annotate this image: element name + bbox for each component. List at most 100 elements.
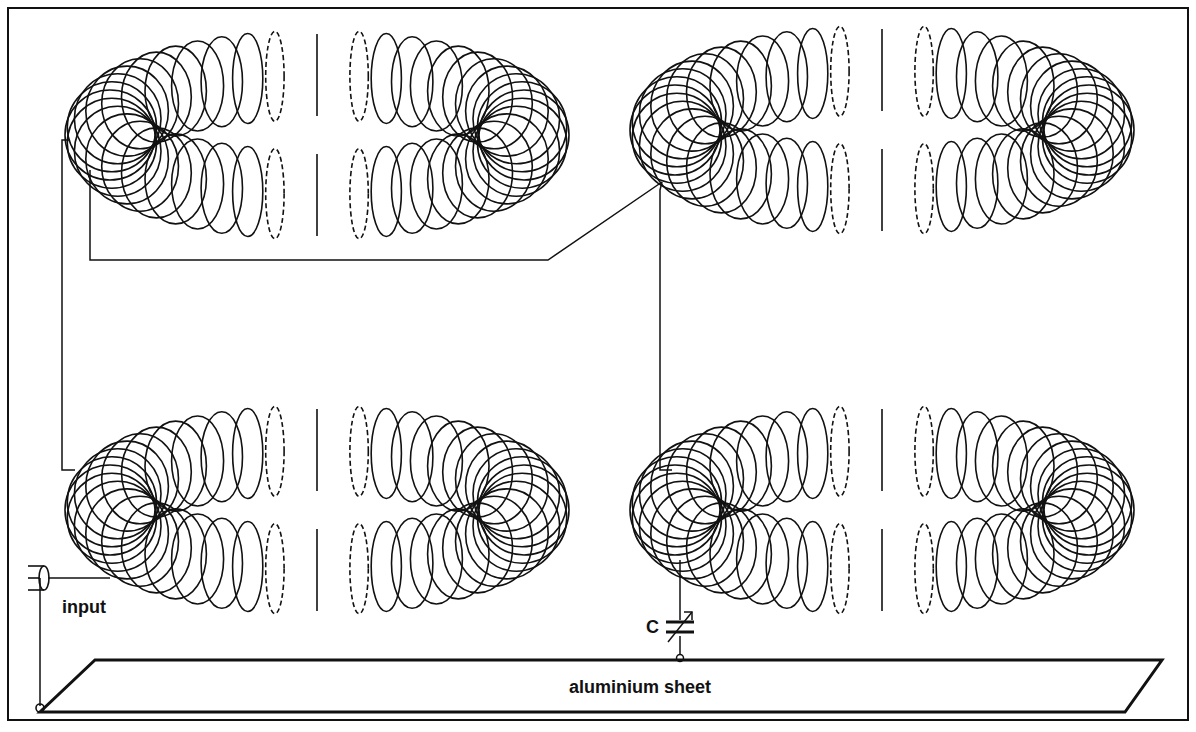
coil-turn bbox=[915, 524, 933, 614]
coil-turn bbox=[630, 85, 720, 175]
wire bbox=[48, 577, 110, 579]
coil-turn bbox=[737, 416, 789, 506]
coax-connector bbox=[28, 566, 49, 712]
coil-turn bbox=[350, 149, 368, 239]
coil-turn bbox=[350, 406, 368, 496]
coil-turn bbox=[479, 90, 569, 180]
coil-gap bbox=[881, 149, 883, 231]
coil-turn bbox=[266, 31, 284, 121]
coil-turn bbox=[121, 52, 191, 142]
wire bbox=[679, 560, 681, 620]
coil-turn bbox=[1038, 449, 1125, 539]
coil-turn bbox=[1044, 465, 1134, 555]
coil-turn bbox=[201, 143, 242, 233]
coil-turn bbox=[456, 59, 533, 149]
coil-turn bbox=[957, 32, 998, 122]
coil-turn bbox=[233, 409, 263, 499]
coil-turn bbox=[266, 524, 284, 614]
coil-turn bbox=[831, 144, 849, 234]
coil-turn bbox=[766, 518, 807, 608]
coil-turn bbox=[1044, 85, 1134, 175]
coil-turn bbox=[102, 59, 179, 149]
coil-turn bbox=[410, 139, 462, 229]
coil-turn bbox=[798, 29, 828, 119]
variable-arrow bbox=[684, 612, 692, 620]
coil-turn bbox=[975, 134, 1027, 224]
toroid-coils bbox=[65, 26, 1134, 613]
coax-core bbox=[28, 577, 40, 579]
coil-turn bbox=[371, 522, 401, 612]
coil-turn bbox=[466, 441, 549, 531]
coil-turn bbox=[410, 416, 462, 506]
coil-turn bbox=[1038, 69, 1125, 159]
coil-turn bbox=[121, 427, 191, 517]
coil-turn bbox=[392, 412, 433, 502]
coil-turn bbox=[410, 41, 462, 131]
coil-turn bbox=[687, 47, 757, 137]
coil-turn bbox=[479, 465, 569, 555]
wire bbox=[660, 182, 672, 470]
coil-turn bbox=[392, 37, 433, 127]
capacitor-plate bbox=[666, 631, 694, 634]
coil-turn bbox=[350, 524, 368, 614]
coax-shield bbox=[28, 565, 44, 567]
coil-turn bbox=[1043, 77, 1132, 167]
coil-turn bbox=[667, 434, 744, 524]
wire bbox=[679, 636, 681, 654]
coil-turn bbox=[957, 412, 998, 502]
coil-turn bbox=[477, 82, 566, 172]
coil-turn bbox=[102, 434, 179, 524]
coil-turn bbox=[233, 34, 263, 124]
coil-turn bbox=[266, 149, 284, 239]
coil-turn bbox=[1043, 457, 1132, 547]
coil-turn bbox=[266, 406, 284, 496]
coil-turn bbox=[456, 434, 533, 524]
coil-turn bbox=[630, 465, 720, 555]
wires bbox=[40, 140, 680, 706]
coil-turn bbox=[172, 416, 224, 506]
wire bbox=[90, 170, 662, 260]
coil-turn bbox=[798, 409, 828, 499]
component-label: C bbox=[646, 618, 659, 636]
variable-arrow bbox=[668, 612, 692, 642]
coil-turn bbox=[915, 26, 933, 116]
coil-turn bbox=[466, 66, 549, 156]
coil-turn bbox=[936, 142, 966, 232]
wire bbox=[39, 578, 41, 706]
coil-turn bbox=[473, 74, 560, 164]
coil-turn bbox=[65, 465, 155, 555]
coil-turn bbox=[936, 522, 966, 612]
coil-turn bbox=[172, 139, 224, 229]
coil-turn bbox=[65, 90, 155, 180]
coil-turn bbox=[201, 518, 242, 608]
coil-turn bbox=[371, 147, 401, 237]
coil-gap bbox=[881, 529, 883, 611]
coil-gap bbox=[881, 409, 883, 491]
coil-turn bbox=[350, 31, 368, 121]
coil-turn bbox=[831, 26, 849, 116]
coil-turn bbox=[1021, 54, 1098, 144]
coil-turn bbox=[172, 41, 224, 131]
wire bbox=[62, 140, 75, 470]
variable-capacitor bbox=[666, 612, 694, 662]
coil-gap bbox=[881, 29, 883, 111]
coil-turn bbox=[1021, 434, 1098, 524]
coil-gap bbox=[316, 409, 318, 491]
coil-gap bbox=[316, 34, 318, 116]
coil-turn bbox=[766, 138, 807, 228]
coil-turn bbox=[737, 36, 789, 126]
coil-turn bbox=[975, 36, 1027, 126]
coil-turn bbox=[975, 514, 1027, 604]
coil-turn bbox=[737, 514, 789, 604]
coil-turn bbox=[410, 514, 462, 604]
coil-turn bbox=[737, 134, 789, 224]
coax-shield bbox=[28, 589, 44, 591]
coil-turn bbox=[172, 514, 224, 604]
coil-turn bbox=[915, 144, 933, 234]
port-label: input bbox=[62, 598, 106, 616]
coil-turn bbox=[477, 457, 566, 547]
coil-turn bbox=[1031, 61, 1114, 151]
coil-turn bbox=[915, 406, 933, 496]
coil-turn bbox=[687, 427, 757, 517]
